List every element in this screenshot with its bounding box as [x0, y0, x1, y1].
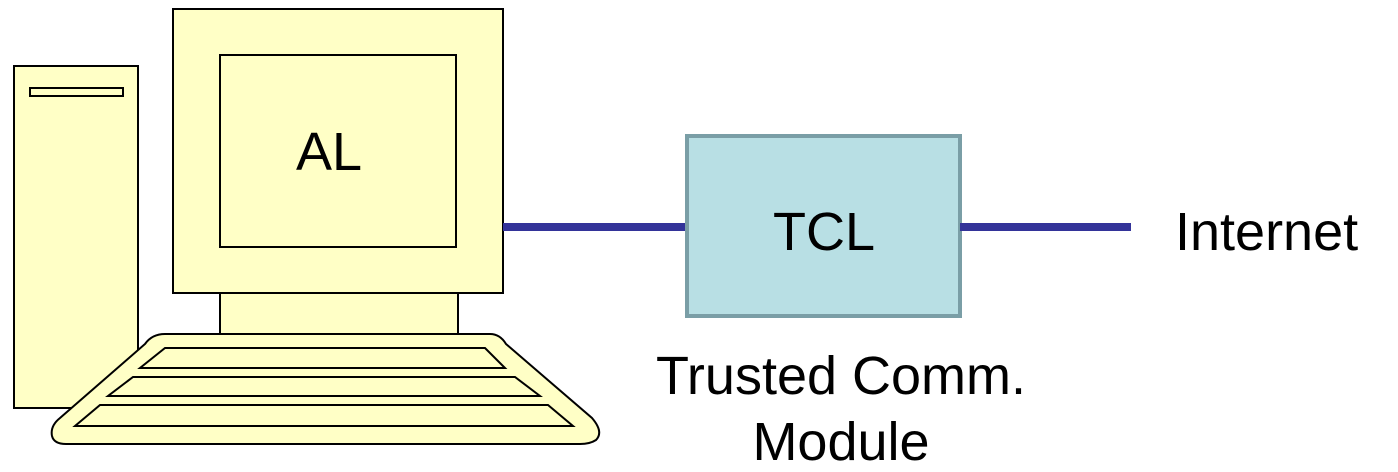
keyboard-row-3 — [72, 404, 576, 427]
screen-label: AL — [296, 122, 362, 182]
tcl-label: TCL — [773, 202, 875, 262]
internet-label: Internet — [1175, 202, 1358, 262]
monitor-stand — [219, 291, 459, 341]
module-caption-line-1: Trusted Comm. — [656, 346, 1026, 406]
computer-icon — [13, 8, 601, 445]
monitor-screen — [219, 54, 457, 248]
keyboard-row-1 — [137, 347, 508, 369]
keyboard-row-2 — [105, 376, 543, 397]
tcl-module-box — [685, 134, 962, 318]
tower-drive-slot — [29, 87, 124, 97]
tower-case — [13, 65, 139, 409]
module-caption-line-2: Module — [752, 412, 929, 472]
